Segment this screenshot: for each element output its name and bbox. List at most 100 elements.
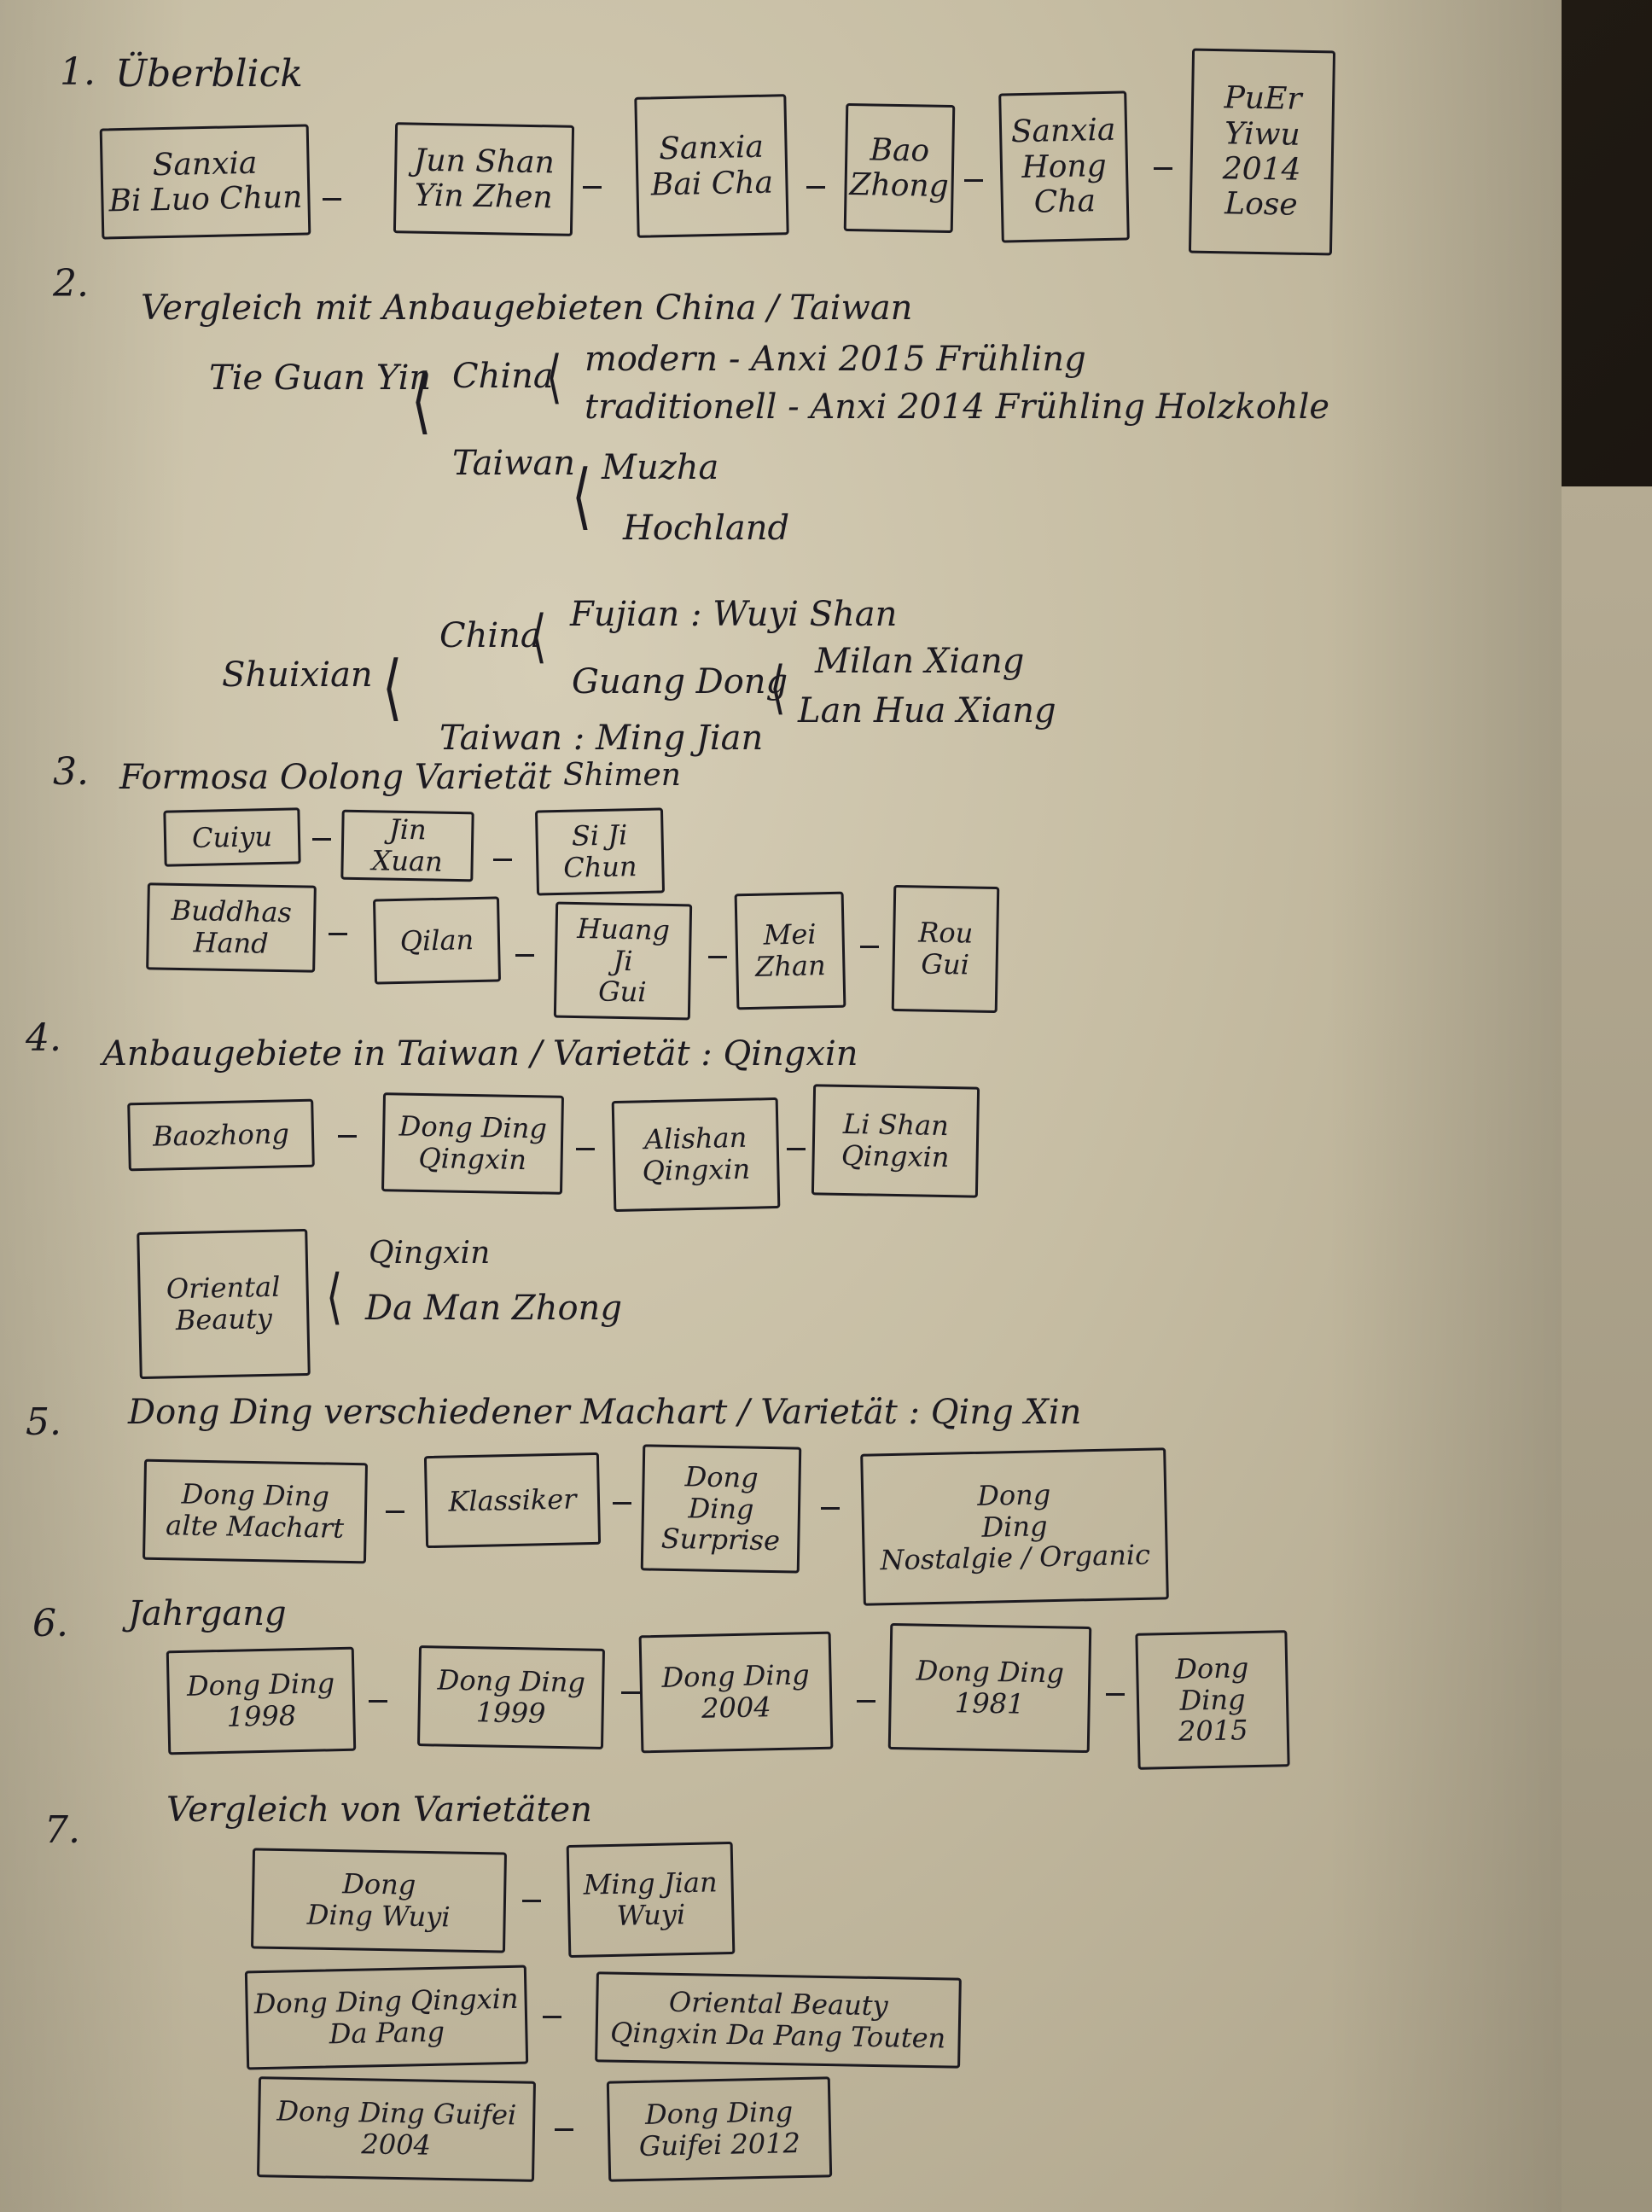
box-line: Yiwu (1224, 115, 1301, 153)
shimen-label: Shimen (563, 758, 681, 793)
box-line: Dong Ding (181, 1477, 330, 1513)
box-line: Oriental (166, 1270, 281, 1306)
vintage-box-2004: Dong Ding 2004 (638, 1631, 834, 1754)
box-line: Qingxin (418, 1141, 527, 1177)
box-line: Dong Ding (437, 1663, 586, 1699)
dash (857, 1700, 875, 1703)
overview-box-1: Sanxia Bi Luo Chun (99, 124, 311, 240)
box-line: Ding (1179, 1682, 1246, 1717)
section-1-title: Überblick (115, 52, 303, 96)
box-line: Huang (576, 911, 671, 946)
brace: ⟨ (572, 455, 592, 538)
style-box-nostalgie-organic: Dong Ding Nostalgie / Organic (860, 1447, 1169, 1606)
box-line: Dong Ding (186, 1667, 335, 1703)
varietal-box-cuiyu: Cuiyu (163, 807, 301, 867)
shuixian-label: Shuixian (222, 655, 373, 695)
box-line: Dong (976, 1477, 1051, 1512)
overview-box-5: Sanxia Hong Cha (998, 90, 1130, 243)
box-line: 1981 (954, 1686, 1025, 1720)
box-line: Gui (921, 947, 970, 981)
varietal-box-jin-xuan: Jin Xuan (340, 809, 474, 882)
box-line: Si Ji (571, 818, 628, 853)
dash (312, 838, 331, 841)
box-line: Ding (688, 1491, 754, 1526)
dash (493, 859, 512, 861)
box-line: Buddhas (171, 894, 293, 929)
box-line: Hand (193, 926, 270, 960)
compare-box-dong-ding-qingxin-da-pang: Dong Ding Qingxin Da Pang (244, 1965, 529, 2070)
box-line: Wuyi (616, 1898, 686, 1932)
box-line: Lose (1224, 186, 1298, 224)
box-line: Chun (562, 850, 637, 884)
section-3-title: Formosa Oolong Varietät (119, 758, 552, 797)
vintage-box-1981: Dong Ding 1981 (887, 1622, 1092, 1754)
section-6-title: Jahrgang (128, 1594, 287, 1633)
box-line: Qingxin Da Pang Touten (609, 2016, 946, 2055)
box-line: Sanxia (658, 129, 765, 167)
muzha-label: Muzha (602, 448, 719, 487)
section-4-title: Anbaugebiete in Taiwan / Varietät : Qing… (102, 1034, 858, 1074)
milan-xiang-label: Milan Xiang (815, 642, 1025, 681)
dash (329, 933, 347, 935)
box-line: PuEr (1224, 80, 1302, 118)
compare-box-guifei-2012: Dong Ding Guifei 2012 (606, 2076, 833, 2182)
lan-hua-xiang-label: Lan Hua Xiang (798, 691, 1056, 731)
box-line: Dong Ding Qingxin (253, 1982, 519, 2021)
box-line: Dong Ding (916, 1654, 1065, 1690)
china-label: China (452, 357, 554, 396)
box-line: Cuiyu (191, 819, 273, 854)
box-line: Zhong (849, 166, 950, 205)
dash (369, 1700, 387, 1703)
guangdong-label: Guang Dong (572, 662, 788, 701)
box-line: Qingxin (841, 1138, 950, 1174)
section-7-number: 7. (44, 1808, 80, 1852)
qingxin-label: Qingxin (369, 1236, 491, 1271)
box-line: 2015 (1178, 1714, 1248, 1749)
box-line: Da Pang (329, 2015, 445, 2051)
dash (323, 198, 341, 201)
box-line: 1999 (475, 1696, 546, 1730)
box-line: Nostalgie / Organic (880, 1539, 1151, 1577)
box-line: Dong Ding Guifei (276, 2094, 517, 2132)
overview-box-4: Bao Zhong (843, 102, 956, 234)
box-line: Surprise (660, 1522, 781, 1557)
brace: ⟨ (546, 343, 562, 411)
box-line: Bao (870, 132, 930, 169)
vintage-box-1998: Dong Ding 1998 (166, 1646, 357, 1755)
box-line: Gui (597, 975, 647, 1009)
box-line: alte Machart (165, 1509, 345, 1545)
taiwan-label: Taiwan (452, 444, 576, 483)
varietal-box-qilan: Qilan (372, 896, 502, 985)
box-line: Dong (341, 1867, 416, 1901)
dash (708, 956, 727, 958)
box-line: 2004 (361, 2128, 432, 2162)
box-line: Mei (763, 917, 817, 952)
dash (522, 1900, 541, 1902)
dash (1154, 167, 1172, 170)
section-5-number: 5. (26, 1400, 61, 1444)
box-line: Sanxia (1010, 113, 1116, 150)
box-line: Guifei 2012 (638, 2127, 801, 2163)
box-line: 1998 (226, 1699, 297, 1733)
vintage-box-1999: Dong Ding 1999 (416, 1645, 606, 1749)
dash (386, 1511, 404, 1513)
box-line: Dong (1174, 1650, 1249, 1685)
dash (787, 1148, 806, 1150)
region-box-alishan-qingxin: Alishan Qingxin (611, 1097, 781, 1213)
box-line: Li Shan (842, 1108, 950, 1143)
compare-box-ming-jian-wuyi: Ming Jian Wuyi (566, 1841, 736, 1959)
hochland-label: Hochland (623, 509, 790, 548)
box-line: Ji (613, 944, 633, 977)
section-5-title: Dong Ding verschiedener Machart / Variet… (128, 1393, 1082, 1432)
vintage-box-2015: Dong Ding 2015 (1135, 1630, 1290, 1770)
section-2-title: Vergleich mit Anbaugebieten China / Taiw… (141, 288, 913, 328)
section-3-number: 3. (53, 750, 89, 794)
box-line: Dong Ding (661, 1658, 811, 1695)
overview-box-6: PuEr Yiwu 2014 Lose (1188, 48, 1336, 256)
style-box-alte-machart: Dong Ding alte Machart (142, 1458, 369, 1564)
region-box-baozhong: Baozhong (127, 1098, 315, 1172)
dash (515, 954, 534, 957)
notebook-page: 1. Überblick Sanxia Bi Luo Chun Jun Shan… (0, 0, 1562, 2212)
style-box-surprise: Dong Ding Surprise (640, 1444, 802, 1574)
